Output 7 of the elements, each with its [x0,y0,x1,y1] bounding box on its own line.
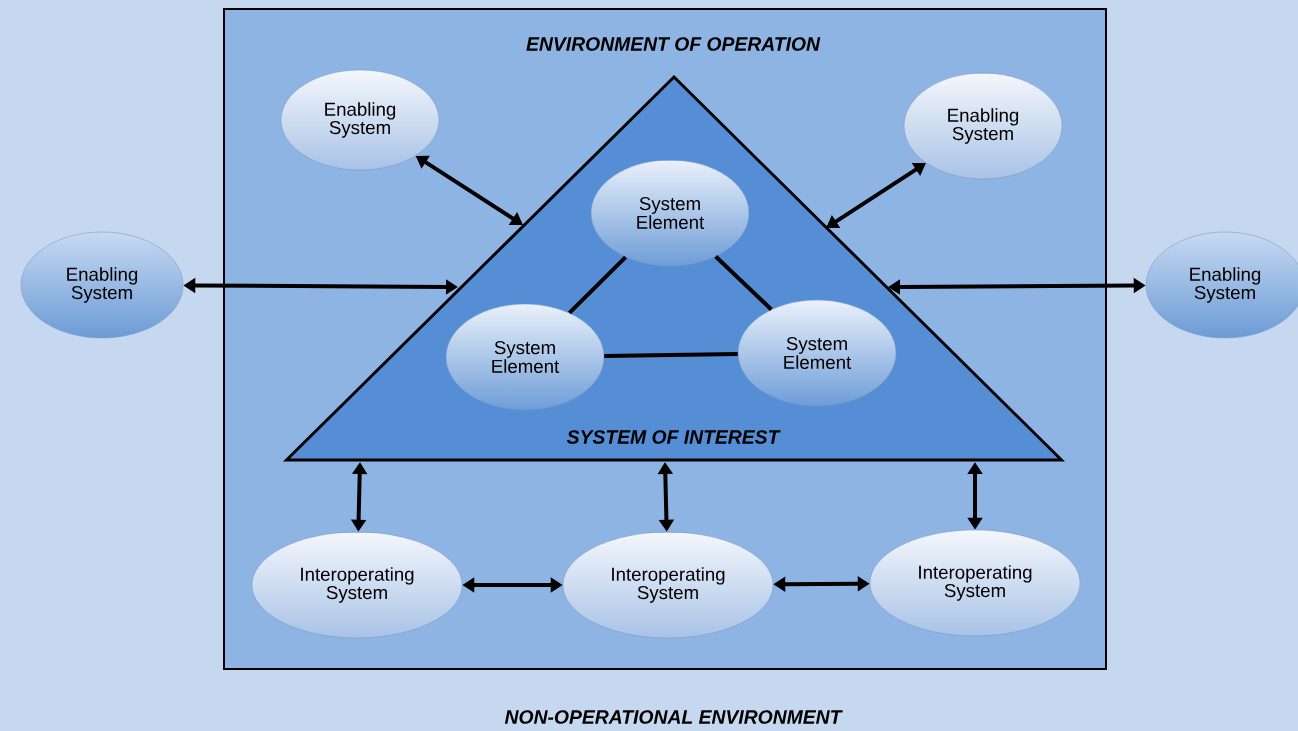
heading: SYSTEM OF INTEREST [566,430,781,444]
heading: ENVIRONMENT OF OPERATION [526,37,821,51]
caption: NON-OPERATIONAL ENVIRONMENT [504,710,843,724]
connector-line [568,255,627,315]
double-arrow [826,163,926,228]
connector-line [604,352,738,358]
connector-line [714,255,773,311]
